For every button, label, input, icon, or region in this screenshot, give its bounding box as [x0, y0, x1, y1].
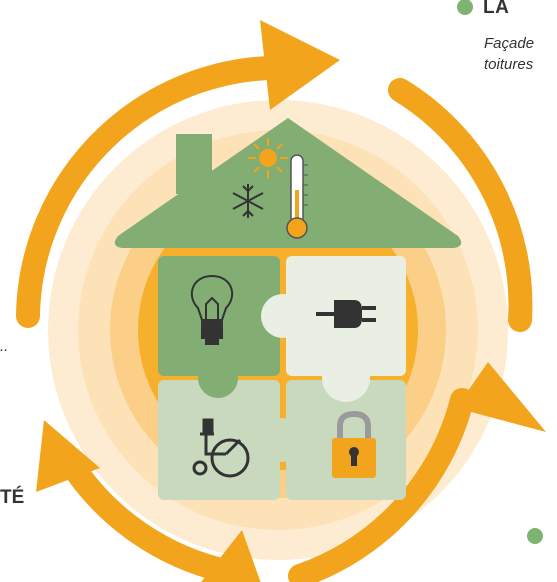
wheelchair-icon — [192, 418, 250, 478]
tab-right-connector — [322, 354, 370, 402]
tab-top-connector — [261, 294, 305, 338]
house-roof — [114, 118, 462, 248]
padlock-icon — [332, 410, 376, 478]
roof — [114, 118, 462, 248]
left-text-fragment: .. — [0, 338, 9, 355]
arrow-bottom-right-arc — [288, 388, 474, 582]
arrowhead-top — [260, 20, 340, 110]
section-heading-left: TÉ — [0, 487, 25, 508]
piece-bottom-left — [158, 380, 280, 500]
snowflake-icon — [232, 184, 264, 218]
thermometer-icon — [286, 154, 308, 239]
arrowhead-bottom — [201, 530, 261, 582]
cycle-arrowheads — [36, 20, 546, 582]
sun-icon — [248, 138, 288, 178]
arrowhead-right — [456, 362, 546, 432]
section-subtitle-line1: Façade — [484, 35, 535, 52]
lightbulb-icon — [190, 274, 234, 345]
cycle-arrows — [16, 55, 533, 582]
tab-bottom-connector — [261, 418, 305, 462]
arrow-top-left-arc — [16, 55, 304, 328]
section-heading-top: LA — [483, 0, 510, 18]
section-subtitle-line2: toitures — [484, 56, 534, 73]
arrow-bottom-left-arc — [58, 450, 242, 582]
arrow-right-arc — [388, 78, 533, 332]
green-bullet-bottom — [527, 528, 543, 544]
tab-left-connector — [198, 358, 238, 398]
arrowhead-left — [36, 420, 100, 492]
green-bullet-top — [457, 0, 473, 15]
power-plug-icon — [316, 300, 376, 328]
